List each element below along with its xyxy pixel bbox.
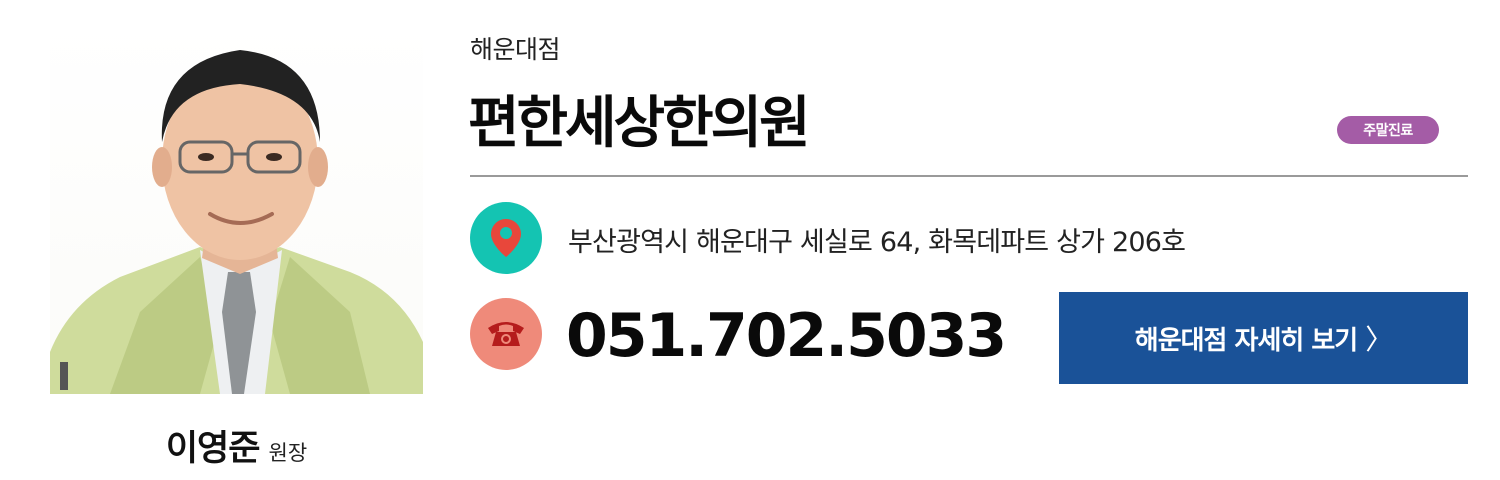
chevron-right-icon: 〉 <box>1365 323 1393 356</box>
doctor-photo <box>50 22 423 394</box>
branch-detail-label: 해운대점 자세히 보기 <box>1134 325 1358 356</box>
doctor-title: 원장 <box>268 441 308 465</box>
weekend-badge: 주말진료 <box>1337 116 1439 144</box>
doctor-caption: 이영준 원장 <box>50 420 423 471</box>
phone-number[interactable]: 051.702.5033 <box>566 301 1007 371</box>
address-text: 부산광역시 해운대구 세실로 64, 화목데파트 상가 206호 <box>568 227 1186 258</box>
map-pin-icon <box>470 202 542 274</box>
clinic-name: 편한세상한의원 <box>468 91 811 156</box>
branch-detail-button[interactable]: 해운대점 자세히 보기 〉 <box>1059 292 1468 384</box>
branch-label: 해운대점 <box>470 35 561 64</box>
divider <box>470 175 1468 177</box>
doctor-name: 이영준 <box>165 429 261 469</box>
telephone-icon <box>470 298 542 370</box>
